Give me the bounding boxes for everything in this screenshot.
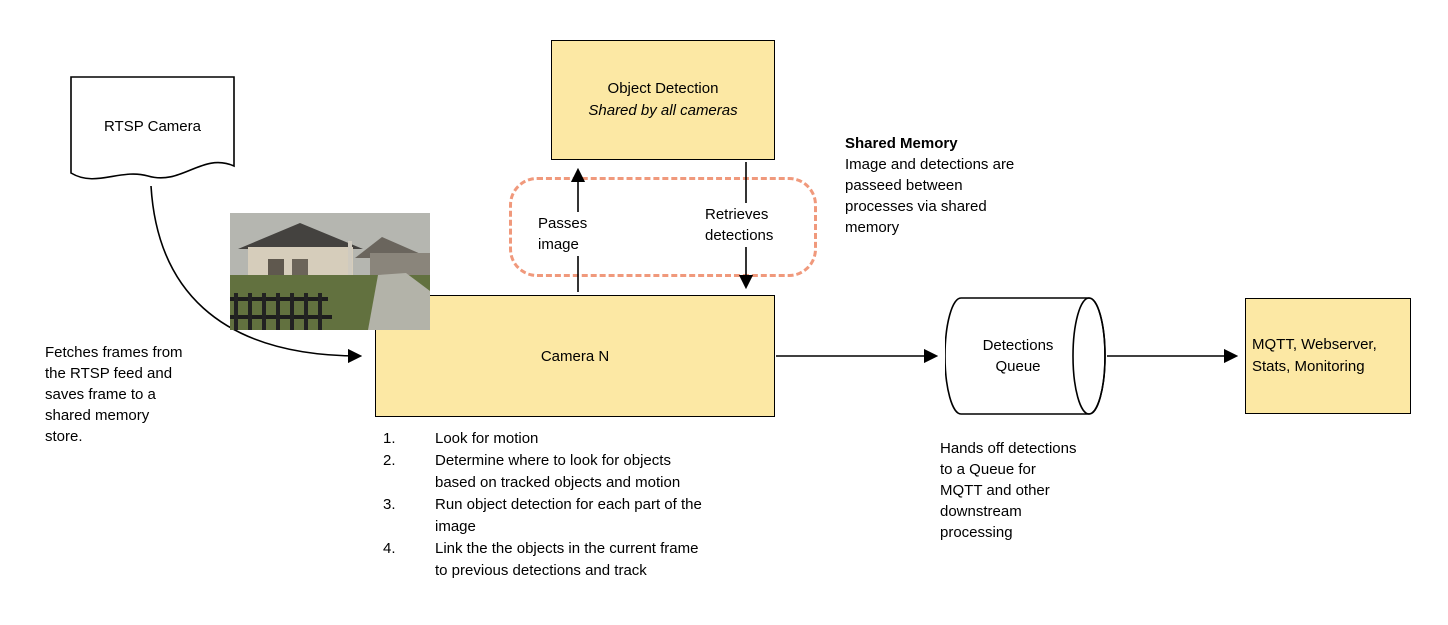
step-number: 2. (383, 452, 396, 469)
fetch-frames-note: Fetches frames from the RTSP feed and sa… (45, 344, 183, 445)
list-item: 4. Link the the objects in the current f… (383, 538, 780, 582)
step-number: 3. (383, 496, 396, 513)
list-item: 2. Determine where to look for objects b… (383, 450, 780, 494)
cylinder-end-cap (1072, 297, 1106, 415)
outputs-label: MQTT, Webserver, Stats, Monitoring (1252, 336, 1377, 375)
object-detection-title: Object Detection (607, 80, 719, 97)
detections-queue-label: Detections Queue (982, 337, 1054, 375)
step-number: 1. (383, 430, 396, 447)
shared-memory-region (509, 177, 817, 277)
list-item: 1. Look for motion (383, 428, 780, 450)
camera-steps-list: 1. Look for motion 2. Determine where to… (383, 428, 780, 582)
camera-snapshot (230, 213, 430, 330)
shared-memory-note: Shared Memory Image and detections are p… (845, 133, 1070, 238)
rtsp-camera-label: RTSP Camera (104, 118, 201, 135)
object-detection-node: Object Detection Shared by all cameras (551, 40, 775, 160)
queue-handoff-note: Hands off detections to a Queue for MQTT… (940, 440, 1077, 541)
step-text: Run object detection for each part of th… (435, 496, 702, 535)
camera-snapshot-image (230, 213, 430, 330)
outputs-node: MQTT, Webserver, Stats, Monitoring (1245, 298, 1411, 414)
object-detection-subtitle: Shared by all cameras (588, 102, 738, 119)
step-number: 4. (383, 540, 396, 557)
step-text: Link the the objects in the current fram… (435, 540, 699, 579)
retrieves-detections-label: Retrieves detections (703, 203, 776, 247)
camera-n-label: Camera N (540, 347, 610, 365)
shared-memory-title: Shared Memory (845, 135, 958, 152)
step-text: Determine where to look for objects base… (435, 452, 681, 491)
passes-image-label: Passes image (536, 212, 590, 256)
shared-memory-body: Image and detections are passeed between… (845, 156, 1015, 236)
detections-queue-node (945, 297, 1106, 415)
list-item: 3. Run object detection for each part of… (383, 494, 780, 538)
step-text: Look for motion (435, 430, 539, 447)
rtsp-camera-node (70, 76, 235, 180)
camera-n-node: Camera N (375, 295, 775, 417)
document-shape (70, 76, 235, 180)
